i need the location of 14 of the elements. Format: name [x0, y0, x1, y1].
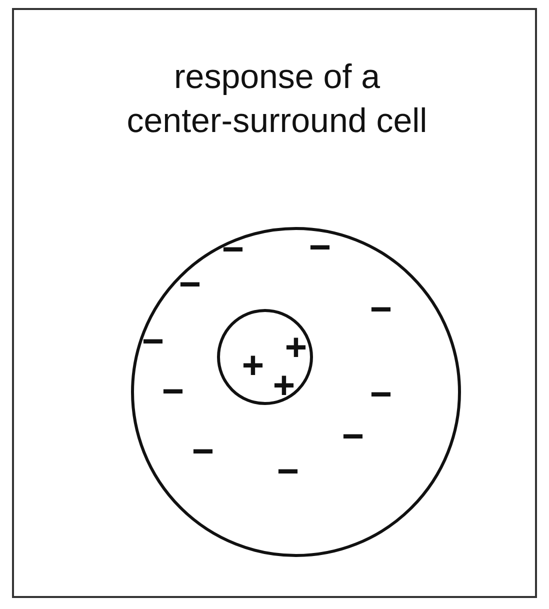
minus-sign: − — [276, 453, 300, 491]
plus-sign: + — [284, 329, 308, 367]
minus-sign: − — [370, 291, 392, 329]
plus-sign: + — [272, 367, 296, 405]
minus-sign: − — [142, 323, 164, 361]
title: response of a center-surround cell — [126, 57, 428, 142]
minus-sign: − — [178, 266, 202, 304]
plus-sign: + — [242, 347, 264, 385]
minus-sign: − — [342, 418, 364, 456]
minus-sign: − — [162, 373, 184, 411]
minus-sign: − — [192, 433, 214, 471]
minus-sign: − — [222, 231, 244, 269]
minus-sign: − — [308, 229, 332, 267]
minus-sign: − — [370, 376, 392, 414]
